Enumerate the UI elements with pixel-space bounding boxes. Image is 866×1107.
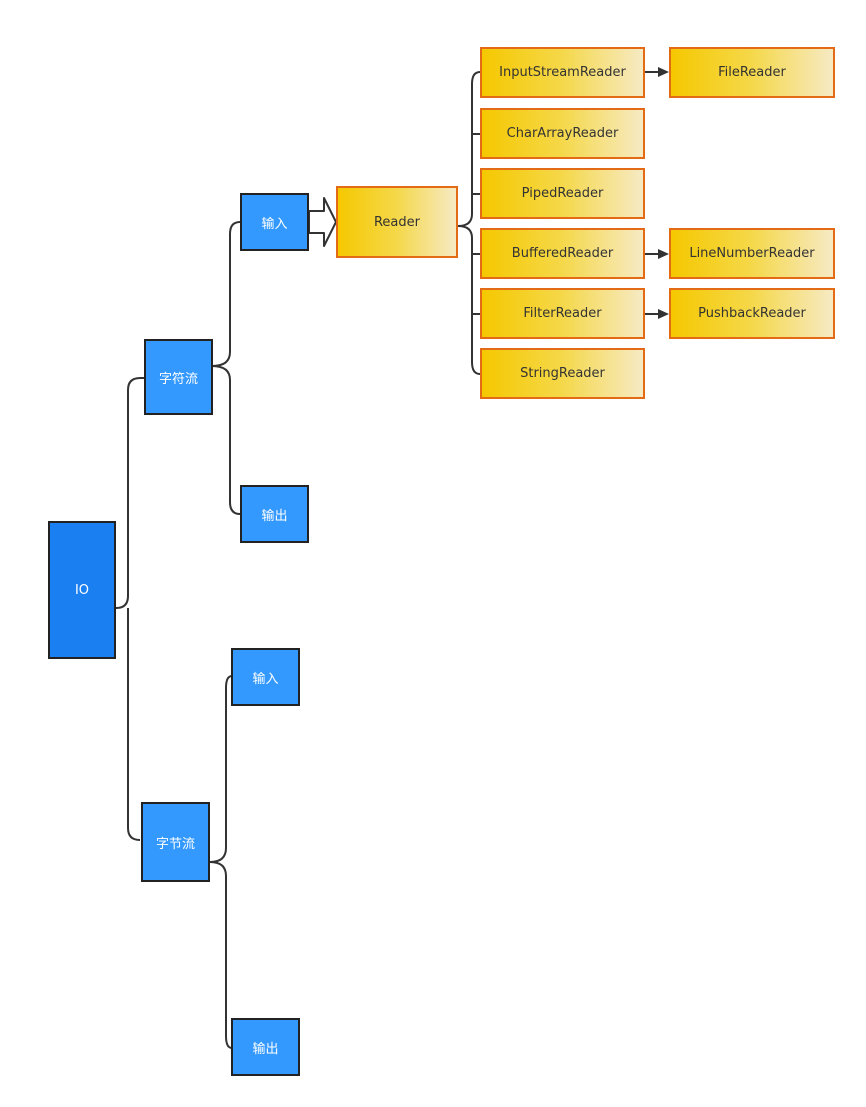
node-character-input: 输入 (240, 193, 309, 251)
node-filereader: FileReader (669, 47, 835, 98)
connector-reader-branch (457, 71, 481, 375)
connector-byte-branch (209, 675, 233, 1049)
connector-io-branch (115, 377, 144, 841)
node-pipedreader: PipedReader (480, 168, 645, 219)
node-byte-output: 输出 (231, 1018, 300, 1076)
arrowhead-linenumberreader (658, 249, 669, 259)
arrowhead-filereader (658, 67, 669, 77)
arrowhead-pushbackreader (658, 309, 669, 319)
node-filterreader: FilterReader (480, 288, 645, 339)
node-chararrayreader: CharArrayReader (480, 108, 645, 159)
node-character-stream: 字符流 (144, 339, 213, 415)
node-pushbackreader: PushbackReader (669, 288, 835, 339)
node-byte-stream: 字节流 (141, 802, 210, 882)
node-byte-input: 输入 (231, 648, 300, 706)
node-io: IO (48, 521, 116, 659)
connector-char-branch (211, 221, 241, 515)
node-character-output: 输出 (240, 485, 309, 543)
node-inputstreamreader: InputStreamReader (480, 47, 645, 98)
node-stringreader: StringReader (480, 348, 645, 399)
hollow-arrow-input-to-reader (308, 197, 337, 247)
node-linenumberreader: LineNumberReader (669, 228, 835, 279)
node-reader: Reader (336, 186, 458, 258)
node-bufferedreader: BufferedReader (480, 228, 645, 279)
